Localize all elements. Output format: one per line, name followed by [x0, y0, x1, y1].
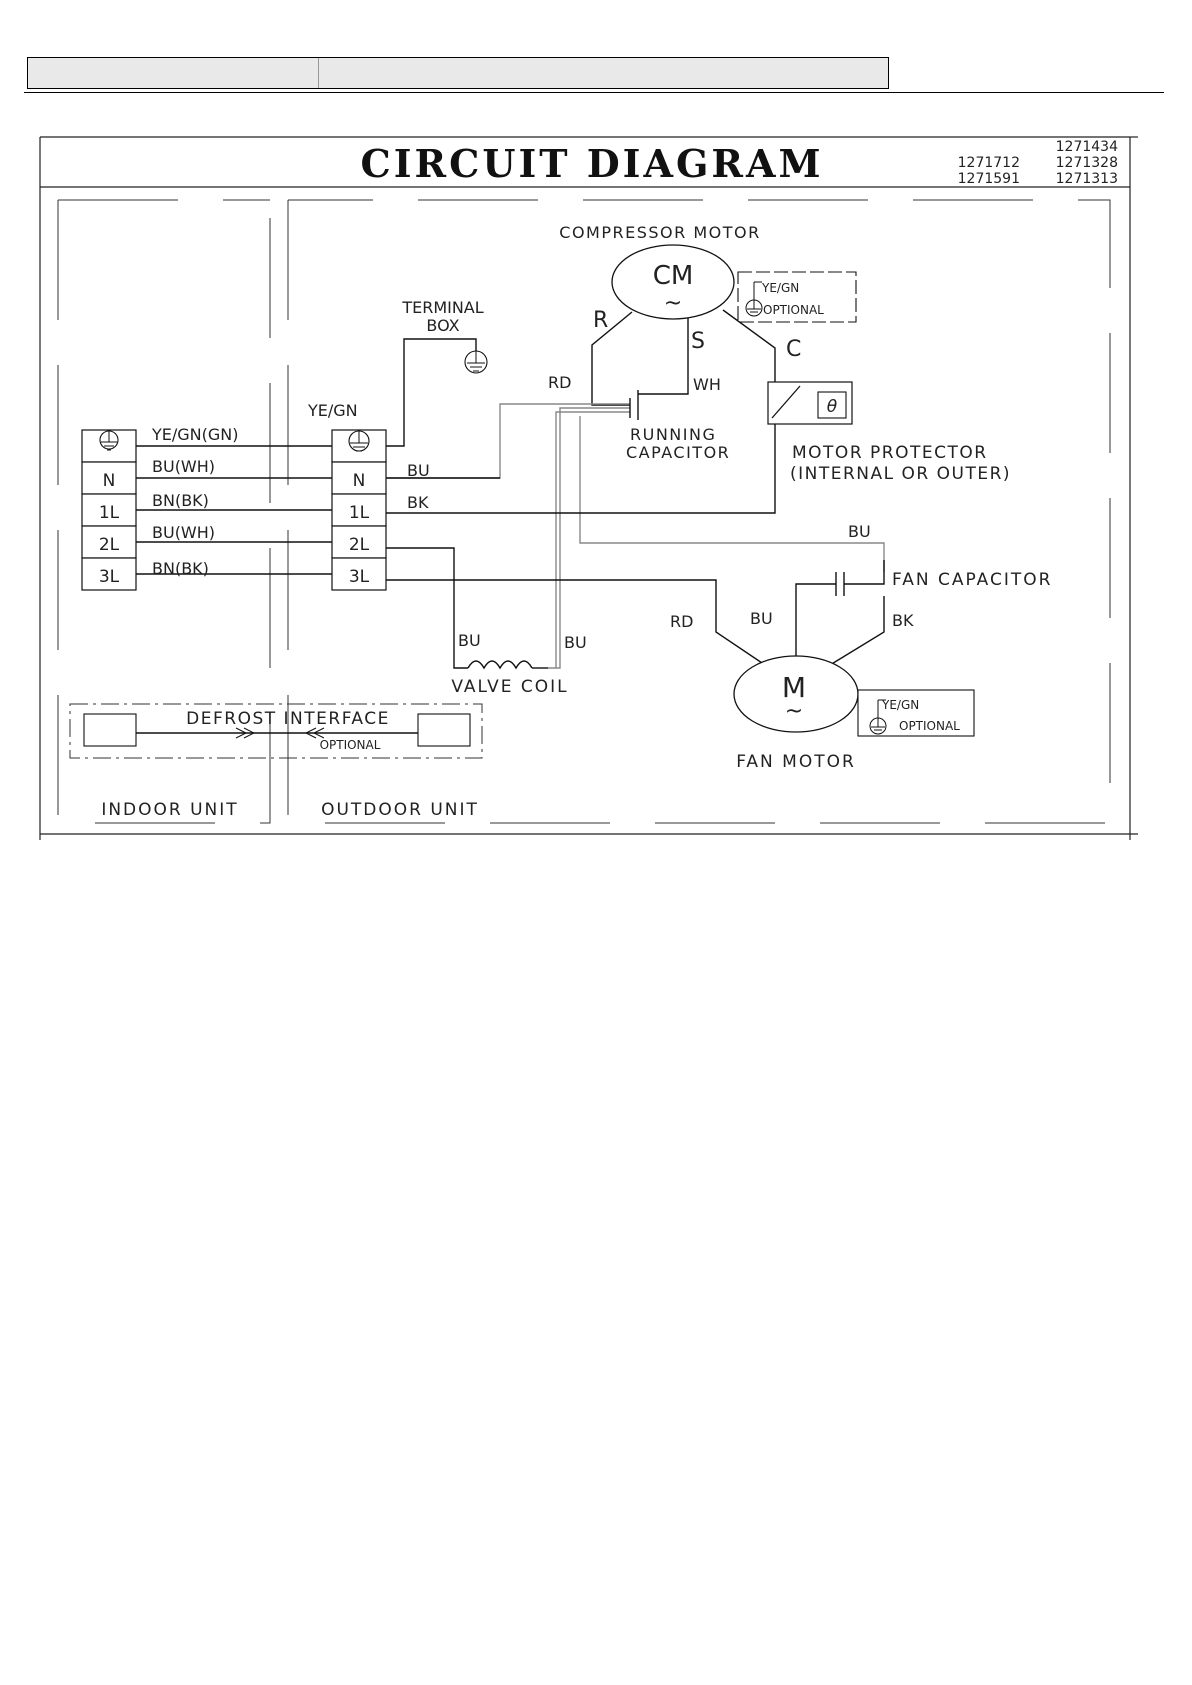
valve-coil-label: VALVE COIL: [451, 677, 568, 697]
defrost-interface-label: DEFROST INTERFACE: [186, 709, 390, 729]
fan-capacitor: BU FAN CAPACITOR: [795, 522, 1052, 702]
fan-motor-optional-ground: YE/GN OPTIONAL: [857, 689, 975, 737]
ye-gn-optional-label: YE/GN: [761, 281, 799, 295]
wire-label: YE/GN(GN): [151, 425, 239, 444]
r-label: R: [593, 308, 608, 333]
indoor-terminal-block: N 1L 2L 3L: [81, 429, 137, 591]
terminal-box: TERMINAL BOX: [386, 298, 488, 447]
wire-label: BN(BK): [152, 559, 209, 578]
compressor-motor: COMPRESSOR MOTOR CM ~ R S C: [559, 223, 801, 410]
outdoor-terminal-label: 3L: [349, 567, 370, 587]
bk-label: BK: [892, 611, 914, 630]
valve-coil: BU BU VALVE COIL: [386, 547, 587, 697]
interconnect-wire-labels: YE/GN(GN) BU(WH) BN(BK) BU(WH) BN(BK): [151, 425, 239, 578]
bu-label: BU: [458, 631, 481, 650]
indoor-terminal-label: 3L: [99, 567, 120, 587]
header-rule: [24, 92, 1164, 93]
ground-icon: [348, 430, 370, 452]
indoor-terminal-label: N: [103, 471, 116, 491]
motor-protector-label: (INTERNAL OR OUTER): [790, 464, 1011, 484]
outdoor-terminal-label: 2L: [349, 535, 370, 555]
m-label: M: [782, 671, 806, 704]
model-number: 1271328: [1056, 155, 1118, 171]
interconnect-wires: [136, 445, 332, 575]
optional-label: OPTIONAL: [899, 719, 960, 733]
c-label: C: [786, 337, 801, 362]
compressor-motor-label: COMPRESSOR MOTOR: [559, 223, 760, 242]
outdoor-terminal-label: 1L: [349, 503, 370, 523]
optional-label: OPTIONAL: [763, 303, 824, 317]
running-capacitor-label: RUNNING: [630, 425, 716, 444]
model-numbers: 1271434 1271712 1271328 1271591 1271313: [958, 139, 1118, 187]
indoor-unit-label: INDOOR UNIT: [101, 800, 238, 820]
tilde-label: ~: [664, 291, 682, 316]
bu-label: BU: [407, 461, 430, 480]
indoor-terminal-label: 2L: [99, 535, 120, 555]
bu-label: BU: [564, 633, 587, 652]
rd-label: RD: [670, 612, 693, 631]
outdoor-unit-label: OUTDOOR UNIT: [321, 800, 479, 820]
outdoor-terminal-label: N: [353, 471, 366, 491]
motor-protector: θ MOTOR PROTECTOR (INTERNAL OR OUTER): [767, 381, 1011, 484]
terminal-box-label: BOX: [426, 316, 459, 335]
ground-icon: [869, 699, 887, 735]
model-number: 1271712: [958, 155, 1020, 171]
cm-label: CM: [653, 261, 694, 291]
diagram-frame: [39, 136, 1138, 840]
running-capacitor-label: CAPACITOR: [626, 443, 730, 462]
wire-label: BU(WH): [152, 523, 215, 542]
bu-label: BU: [750, 609, 773, 628]
defrost-interface: DEFROST INTERFACE OPTIONAL: [69, 703, 483, 759]
document-header-bar: [27, 57, 889, 89]
ground-icon: [464, 350, 488, 374]
theta-label: θ: [827, 397, 838, 417]
compressor-supply-wires: BU BK: [386, 424, 776, 514]
rd-label: RD: [548, 373, 571, 392]
header-cell-left: [28, 58, 319, 88]
diagram-title: CIRCUIT DIAGRAM: [360, 141, 823, 186]
outdoor-terminal-block: N 1L 2L 3L: [331, 429, 387, 591]
fan-motor: RD BU BK M ~ FAN MOTOR: [386, 579, 914, 772]
compressor-optional-ground: YE/GN OPTIONAL: [737, 271, 857, 323]
wh-label: WH: [693, 375, 721, 394]
fan-motor-label: FAN MOTOR: [736, 752, 856, 772]
ye-gn-optional-label: YE/GN: [881, 698, 919, 712]
motor-protector-label: MOTOR PROTECTOR: [792, 443, 988, 463]
ground-icon: [99, 430, 119, 451]
bu-label: BU: [848, 522, 871, 541]
tilde-label: ~: [785, 699, 803, 724]
wire-label: BN(BK): [152, 491, 209, 510]
s-label: S: [691, 329, 705, 354]
indoor-terminal-label: 1L: [99, 503, 120, 523]
fan-capacitor-label: FAN CAPACITOR: [892, 570, 1052, 590]
model-number: 1271434: [1056, 139, 1118, 155]
ye-gn-label: YE/GN: [307, 401, 358, 420]
ground-icon: [745, 281, 763, 317]
wire-label: BU(WH): [152, 457, 215, 476]
model-number: 1271313: [1056, 171, 1118, 187]
terminal-box-label: TERMINAL: [401, 298, 483, 317]
optional-label: OPTIONAL: [320, 738, 381, 752]
unit-frames: [57, 199, 1111, 824]
model-number: 1271591: [958, 171, 1020, 187]
bk-label: BK: [407, 493, 429, 512]
